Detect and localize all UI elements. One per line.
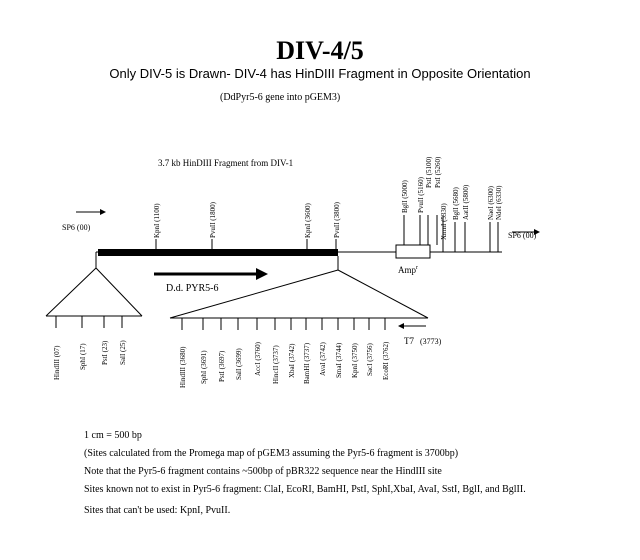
site-label-xmni-5330: XmnI (5330) [440, 203, 448, 240]
site-label-sali-3699: SalI (3699) [235, 348, 243, 380]
sp6-right-arrow [512, 229, 540, 235]
site-label-kpni-3600: KpnI (3600) [304, 203, 312, 238]
t7-label: T7 [404, 336, 414, 346]
main-site-ticks [155, 239, 337, 252]
construct-note: (DdPyr5-6 gene into pGEM3) [220, 92, 341, 103]
right-mcs-expansion [169, 256, 429, 330]
site-label-aatii-5800: AatII (5800) [462, 184, 470, 220]
sp6-left-label: SP6 (00) [62, 223, 91, 232]
site-label-pvuii-1800: PvuII (1800) [209, 201, 217, 238]
insert-fragment-bar [98, 249, 338, 256]
site-label-hindiii-3680: HindIII (3680) [179, 346, 187, 388]
site-label-avai-3742: AvaI (3742) [319, 341, 327, 376]
footer-note-1: (Sites calculated from the Promega map o… [84, 448, 459, 459]
site-label-ecori-3762: EcoRI (3762) [382, 341, 390, 380]
site-label-saci-3756: SacI (3756) [366, 342, 374, 376]
sp6-right-label: SP6 (00) [508, 231, 537, 240]
amp-label: Ampr [398, 265, 418, 275]
page-subtitle: Only DIV-5 is Drawn- DIV-4 has HinDIII F… [109, 66, 531, 81]
site-label-naei-6300: NaeI (6300) [487, 185, 495, 220]
left-mcs-expansion [45, 252, 143, 328]
site-label-bamhi-3737: BamHI (3737) [303, 342, 311, 384]
site-label-sali-25: SalI (25) [119, 340, 127, 365]
footer-note-3: Sites known not to exist in Pyr5-6 fragm… [84, 484, 526, 495]
site-label-psti-5260: PstI (5260) [434, 156, 442, 188]
page-title: DIV-4/5 [276, 36, 364, 65]
site-label-psti-3697: PstI (3697) [218, 350, 226, 382]
site-label-smai-3744: SmaI (3744) [335, 342, 343, 378]
site-label-pvuii-3800: PvuII (3800) [333, 201, 341, 238]
site-label-bgli-5680: BglI (5680) [452, 186, 460, 220]
site-label-hindiii-07: HindIII (07) [53, 345, 61, 380]
site-label-acci-3760: AccI (3760) [254, 341, 262, 376]
pyr5-6-gene-arrow [154, 268, 268, 280]
site-label-bgli-5000: BglI (5000) [401, 179, 409, 213]
site-label-psti-23: PstI (23) [101, 340, 109, 365]
amp-box [395, 244, 431, 259]
fragment-label: 3.7 kb HinDIII Fragment from DIV-1 [158, 158, 293, 168]
site-label-kpni-3750: KpnI (3750) [351, 343, 359, 378]
site-label-psti-5100: PstI (5100) [425, 156, 433, 188]
vector-site-ticks [403, 215, 499, 252]
sp6-left-arrow [76, 209, 106, 215]
gene-label: D.d. PYR5-6 [166, 283, 219, 294]
footer-note-4: Sites that can't be used: KpnI, PvuII. [84, 505, 231, 516]
site-label-sphi-3691: SphI (3691) [200, 350, 208, 384]
site-label-xbai-3742: XbaI (3742) [288, 343, 296, 378]
plasmid-map-diagram: 3.7 kb HinDIII Fragment from DIV-1 SP6 (… [45, 156, 540, 388]
t7-position: (3773) [420, 337, 442, 346]
t7-arrow [398, 323, 426, 329]
scale-note: 1 cm = 500 bp [84, 430, 142, 441]
site-label-kpni-1100: KpnI (1100) [153, 203, 161, 238]
site-label-pvuii-5160: PvuII (5160) [417, 176, 425, 213]
footer-note-2: Note that the Pyr5-6 fragment contains ~… [84, 466, 442, 477]
site-label-sphi-17: SphI (17) [79, 343, 87, 370]
site-label-hincii-3737: HincII (3737) [272, 345, 280, 384]
site-label-ndei-6330: NdeI (6330) [495, 185, 503, 220]
